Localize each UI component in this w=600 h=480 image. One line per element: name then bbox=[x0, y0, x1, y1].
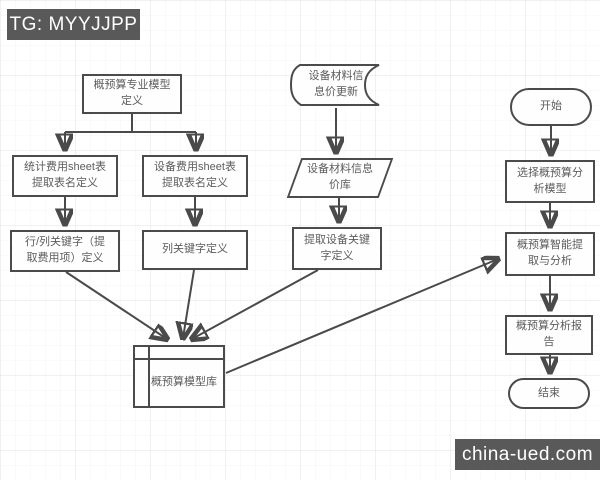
edge-devicekey-modellib bbox=[192, 269, 319, 339]
node-label: 概预算专业模型 定义 bbox=[93, 79, 171, 107]
watermark-label-text: china-ued.com bbox=[461, 443, 594, 465]
node-select-analysis-model: 选择概预算分 析模型 bbox=[505, 160, 595, 203]
storage-top-line bbox=[135, 358, 223, 360]
node-label: 开始 bbox=[540, 100, 562, 113]
node-label: 选择概预算分 析模型 bbox=[517, 166, 583, 195]
node-label: 概预算模型库 bbox=[151, 375, 217, 388]
node-label: 概预算智能提 取与分析 bbox=[517, 239, 583, 267]
node-analysis-report: 概预算分析报 告 bbox=[505, 315, 593, 355]
node-label: 列关键字定义 bbox=[162, 243, 228, 256]
node-start: 开始 bbox=[510, 88, 592, 126]
node-label: 行/列关键字（提 取费用项）定义 bbox=[24, 236, 106, 264]
node-budget-model-library: 概预算模型库 bbox=[133, 345, 225, 408]
tag-label-text: TG: MYYJJPP bbox=[9, 13, 138, 35]
storage-left-line bbox=[148, 347, 150, 406]
node-material-price-db: 设备材料信息 价库 bbox=[286, 158, 394, 198]
node-device-sheet-name-def: 设备费用sheet表 提取表名定义 bbox=[142, 155, 248, 197]
node-label: 结束 bbox=[538, 386, 560, 399]
node-label: 统计费用sheet表 提取表名定义 bbox=[24, 161, 106, 189]
node-end: 结束 bbox=[508, 378, 590, 409]
node-smart-extract-analysis: 概预算智能提 取与分析 bbox=[505, 232, 595, 276]
node-label: 设备费用sheet表 提取表名定义 bbox=[154, 161, 236, 189]
tag-label: TG: MYYJJPP bbox=[7, 9, 140, 40]
node-label: 提取设备关键 字定义 bbox=[304, 233, 370, 262]
document-shape bbox=[289, 64, 380, 106]
edge-modeldef-branch bbox=[65, 114, 196, 133]
watermark-label: china-ued.com bbox=[455, 439, 600, 470]
node-row-col-keyword-def: 行/列关键字（提 取费用项）定义 bbox=[10, 230, 120, 272]
node-label: 设备材料信 息价更新 bbox=[308, 70, 364, 98]
edge-rowcolkey-modellib bbox=[65, 271, 167, 339]
node-model-definition: 概预算专业模型 定义 bbox=[82, 74, 182, 114]
node-col-keyword-def: 列关键字定义 bbox=[142, 230, 248, 270]
node-device-keyword-def: 提取设备关键 字定义 bbox=[292, 227, 382, 270]
node-label: 概预算分析报 告 bbox=[516, 320, 582, 348]
edge-colkey-modellib bbox=[183, 269, 195, 338]
edge-modellib-smartextract bbox=[225, 259, 498, 374]
node-label: 设备材料信息 价库 bbox=[307, 163, 373, 191]
node-stat-sheet-name-def: 统计费用sheet表 提取表名定义 bbox=[12, 155, 118, 197]
node-info-price-update: 设备材料信 息价更新 bbox=[288, 62, 384, 108]
